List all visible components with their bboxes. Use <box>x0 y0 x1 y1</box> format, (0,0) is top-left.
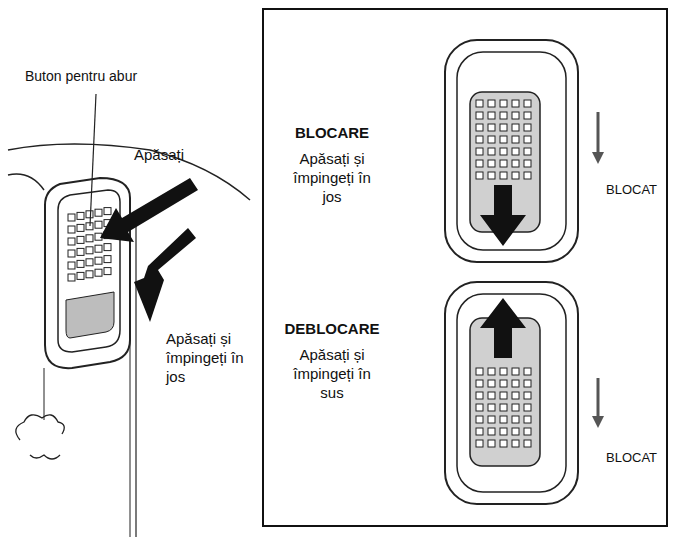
unlock-button <box>445 282 598 504</box>
push-arrow <box>134 228 196 322</box>
action-label: Apăsați și împingeți în jos <box>166 330 261 386</box>
leader-line <box>90 94 96 226</box>
instruction-text: Apăsați și împingeți în sus <box>282 346 382 402</box>
state-label: BLOCAT <box>606 182 664 198</box>
state-heading: BLOCARE <box>267 124 397 143</box>
state-heading: DEBLOCARE <box>267 320 397 339</box>
steam-button <box>45 178 130 368</box>
panel-box: BLOCARE Apăsați și împingeți în josDEBLOC… <box>262 8 668 527</box>
action-label: Apăsați <box>134 146 214 165</box>
instruction-text: Apăsați și împingeți în jos <box>282 150 382 206</box>
part-name: Buton pentru abur <box>25 68 175 86</box>
lock-button <box>445 40 598 262</box>
state-label: BLOCAT <box>606 450 664 466</box>
press-arrow <box>100 178 198 242</box>
